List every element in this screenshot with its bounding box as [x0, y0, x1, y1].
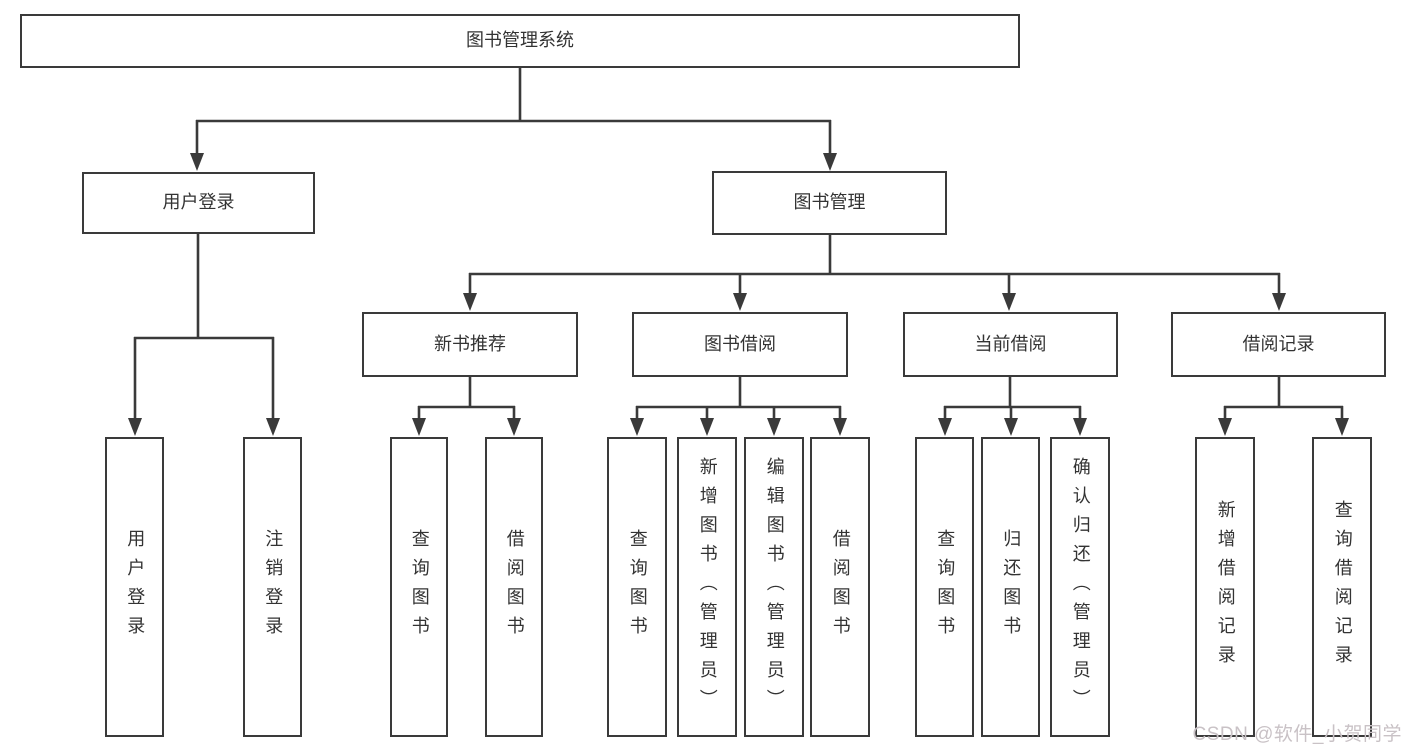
node-borrow-records: 借阅记录: [1171, 312, 1386, 377]
node-current-borrow: 当前借阅: [903, 312, 1118, 377]
watermark: CSDN @软件_小贺同学: [1192, 724, 1402, 745]
node-user-login-label: 用户登录: [162, 192, 235, 213]
leaf-user-login: 用户登录: [105, 437, 164, 737]
leaf-query-books-recommend-label: 查询图书: [409, 529, 430, 645]
bus-book-borrow-children: [630, 377, 847, 436]
leaf-query-borrow-record-label: 查询借阅记录: [1332, 500, 1353, 674]
leaf-return-books-label: 归还图书: [1001, 529, 1022, 645]
leaf-edit-books-admin: 编辑图书（管理员）: [744, 437, 804, 737]
leaf-query-books-borrow-label: 查询图书: [627, 529, 648, 645]
node-book-management: 图书管理: [712, 171, 947, 235]
leaf-query-books-borrow: 查询图书: [607, 437, 667, 737]
node-book-borrow: 图书借阅: [632, 312, 848, 377]
leaf-logout-label: 注销登录: [263, 529, 284, 645]
node-borrow-records-label: 借阅记录: [1242, 333, 1315, 354]
leaf-edit-books-admin-label: 编辑图书（管理员）: [764, 456, 785, 718]
leaf-logout: 注销登录: [243, 437, 302, 737]
leaf-confirm-return-admin-label: 确认归还（管理员）: [1070, 456, 1091, 718]
node-book-borrow-label: 图书借阅: [704, 333, 776, 354]
leaf-add-borrow-record: 新增借阅记录: [1195, 437, 1255, 737]
node-user-login: 用户登录: [82, 172, 315, 234]
leaf-borrow-books-label: 借阅图书: [830, 529, 851, 645]
bus-new-book-recommend-children: [412, 377, 521, 436]
node-library-system: 图书管理系统: [20, 14, 1020, 68]
node-new-book-recommend-label: 新书推荐: [434, 333, 506, 354]
leaf-borrow-books-recommend-label: 借阅图书: [504, 529, 525, 645]
bus-current-borrow-children: [938, 377, 1087, 436]
node-book-management-label: 图书管理: [793, 192, 866, 213]
leaf-add-books-admin: 新增图书（管理员）: [677, 437, 737, 737]
node-new-book-recommend: 新书推荐: [362, 312, 578, 377]
bus-user-login-children: [128, 234, 280, 436]
leaf-confirm-return-admin: 确认归还（管理员）: [1050, 437, 1110, 737]
leaf-query-books-recommend: 查询图书: [390, 437, 448, 737]
bus-root-to-level2: [190, 68, 837, 171]
leaf-query-borrow-record: 查询借阅记录: [1312, 437, 1372, 737]
bus-borrow-records-children: [1218, 377, 1349, 436]
bus-book-management-children: [463, 234, 1286, 311]
node-library-system-label: 图书管理系统: [466, 30, 574, 51]
leaf-borrow-books-recommend: 借阅图书: [485, 437, 543, 737]
leaf-add-borrow-record-label: 新增借阅记录: [1215, 500, 1236, 674]
leaf-query-books-current: 查询图书: [915, 437, 974, 737]
leaf-user-login-label: 用户登录: [125, 529, 146, 645]
leaf-return-books: 归还图书: [981, 437, 1040, 737]
node-current-borrow-label: 当前借阅: [974, 333, 1047, 354]
leaf-query-books-current-label: 查询图书: [935, 529, 956, 645]
leaf-borrow-books: 借阅图书: [810, 437, 870, 737]
leaf-add-books-admin-label: 新增图书（管理员）: [697, 456, 718, 718]
